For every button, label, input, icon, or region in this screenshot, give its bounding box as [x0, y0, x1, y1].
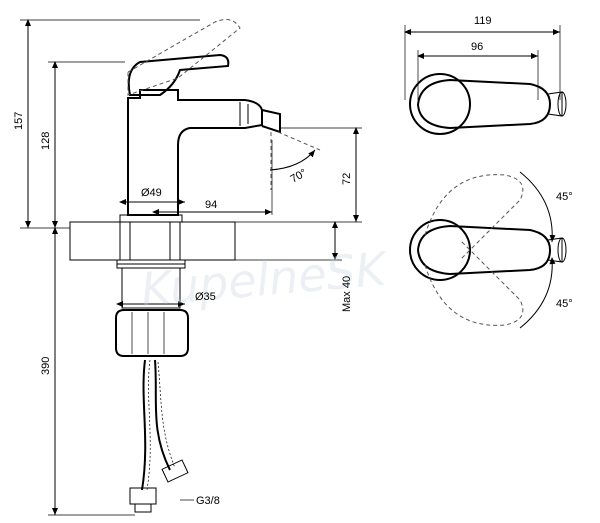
faucet-body — [119, 19, 281, 223]
watermark: KupelneSK — [139, 241, 392, 316]
under-counter-assembly — [115, 259, 189, 513]
dim-reach: 94 — [205, 199, 217, 211]
dim-height-hose: 390 — [40, 357, 52, 375]
counter-section — [69, 221, 236, 261]
dim-diameter-body: Ø49 — [141, 187, 162, 199]
dim-angle-bottom: 45° — [556, 298, 573, 310]
dim-connection: G3/8 — [196, 495, 220, 507]
dim-max-thickness: Max 40 — [341, 276, 353, 312]
dim-height-total: 157 — [13, 112, 25, 130]
dim-angle-spout: 70° — [289, 167, 309, 186]
dim-angle-top: 45° — [556, 191, 573, 203]
dim-height-body: 128 — [40, 132, 52, 150]
rotation-view — [409, 171, 567, 329]
dim-diameter-thread: Ø35 — [195, 291, 216, 303]
dim-width-handle: 96 — [471, 41, 483, 53]
dim-width-total: 119 — [474, 15, 492, 27]
left-dimensions — [20, 19, 362, 516]
top-view — [404, 25, 567, 135]
dim-height-spout: 72 — [341, 173, 353, 185]
